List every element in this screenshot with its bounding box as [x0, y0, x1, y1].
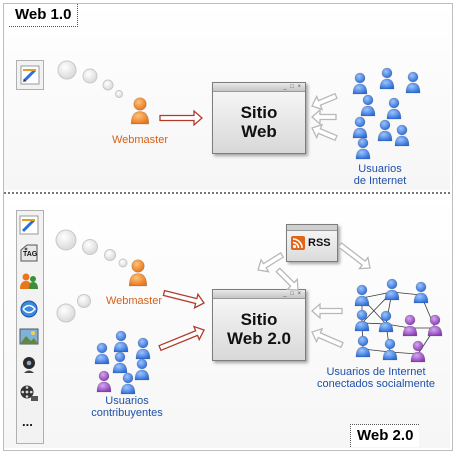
web2-title: Web 2.0 — [350, 424, 420, 447]
rss-to-social-arrow — [337, 242, 371, 270]
web2-webmaster-icon — [128, 259, 148, 287]
web2-site-label-line1: Sitio — [240, 310, 278, 329]
web2-webmaster-label: Webmaster — [105, 295, 163, 307]
contrib-user-icon — [112, 351, 128, 374]
web2-webmaster-to-site-arrow — [162, 289, 205, 310]
web1-user-icon — [355, 137, 371, 160]
social-user-icon — [355, 335, 371, 358]
contrib-user-icon — [134, 358, 150, 381]
web1-user-icon — [394, 124, 410, 147]
contrib-users-label-line2: contribuyentes — [91, 407, 163, 419]
web1-webmaster-label: Webmaster — [111, 134, 169, 146]
web2-thought-bubbles-top — [55, 229, 128, 268]
film-reel-icon — [18, 382, 40, 404]
web1-site-label-line1: Sitio — [240, 103, 278, 122]
social-to-site-arrow-1 — [311, 302, 343, 320]
contrib-to-site-arrow — [158, 325, 205, 352]
social-user-icon — [410, 340, 426, 363]
web1-webmaster-to-site-arrow — [159, 109, 203, 127]
web2-site-window: _ □ × Sitio Web 2.0 — [212, 289, 306, 361]
tag-icon: TAG — [18, 242, 40, 264]
social-to-site-arrow-2 — [311, 327, 344, 349]
more-icon: ... — [18, 412, 40, 434]
rss-window: RSS — [286, 224, 338, 262]
web2-thought-bubbles-bottom — [56, 294, 91, 323]
web1-user-icon — [379, 67, 395, 90]
users-icon — [18, 270, 40, 292]
web1-thought-bubbles — [57, 60, 123, 98]
social-user-icon — [382, 338, 398, 361]
social-user-icon — [427, 314, 443, 337]
rss-feed-icon — [291, 236, 305, 250]
web1-user-icon — [405, 71, 421, 94]
web1-toolbox — [16, 60, 44, 90]
web1-user-icon — [386, 97, 402, 120]
web2-site-label-line2: Web 2.0 — [227, 329, 291, 348]
more-icon-text: ... — [22, 414, 33, 429]
contrib-user-icon — [94, 342, 110, 365]
social-user-icon — [413, 281, 429, 304]
social-user-icon — [384, 278, 400, 301]
web1-users-label-line1: Usuarios — [358, 163, 402, 175]
web1-site-window: _ □ × Sitio Web — [212, 82, 306, 154]
social-user-icon — [354, 284, 370, 307]
contrib-user-icon — [120, 372, 136, 395]
web1-user-icon — [377, 119, 393, 142]
pencil-ruler-icon — [19, 64, 41, 86]
social-users-label-line2: conectados socialmente — [316, 378, 435, 390]
webcam-icon — [18, 354, 40, 376]
web1-site-label-line2: Web — [241, 122, 277, 141]
social-user-icon — [354, 309, 370, 332]
browser-icon — [18, 298, 40, 320]
rss-label: RSS — [308, 237, 331, 249]
web1-user-arrow-1 — [311, 92, 338, 111]
tag-icon-text: TAG — [23, 251, 38, 258]
web1-user-arrow-2 — [311, 108, 337, 126]
contrib-user-icon — [135, 337, 151, 360]
contrib-users-label-line1: Usuarios — [105, 395, 149, 407]
web1-users-label-line2: de Internet — [353, 175, 407, 187]
social-user-icon — [378, 310, 394, 333]
site-to-rss-arrow — [275, 267, 299, 291]
web1-user-icon — [360, 94, 376, 117]
web1-webmaster-icon — [130, 97, 150, 125]
contrib-user-icon — [113, 330, 129, 353]
pencil-ruler-icon — [18, 214, 40, 236]
web1-user-arrow-3 — [311, 123, 338, 142]
web1-title: Web 1.0 — [9, 4, 79, 27]
social-users-label-line1: Usuarios de Internet — [326, 366, 426, 378]
rss-to-left-arrow — [257, 251, 285, 273]
social-user-icon — [402, 314, 418, 337]
photo-icon — [18, 326, 40, 348]
web1-user-icon — [352, 116, 368, 139]
web1-user-icon — [352, 72, 368, 95]
section-divider — [4, 192, 450, 194]
contrib-user-icon — [96, 370, 112, 393]
